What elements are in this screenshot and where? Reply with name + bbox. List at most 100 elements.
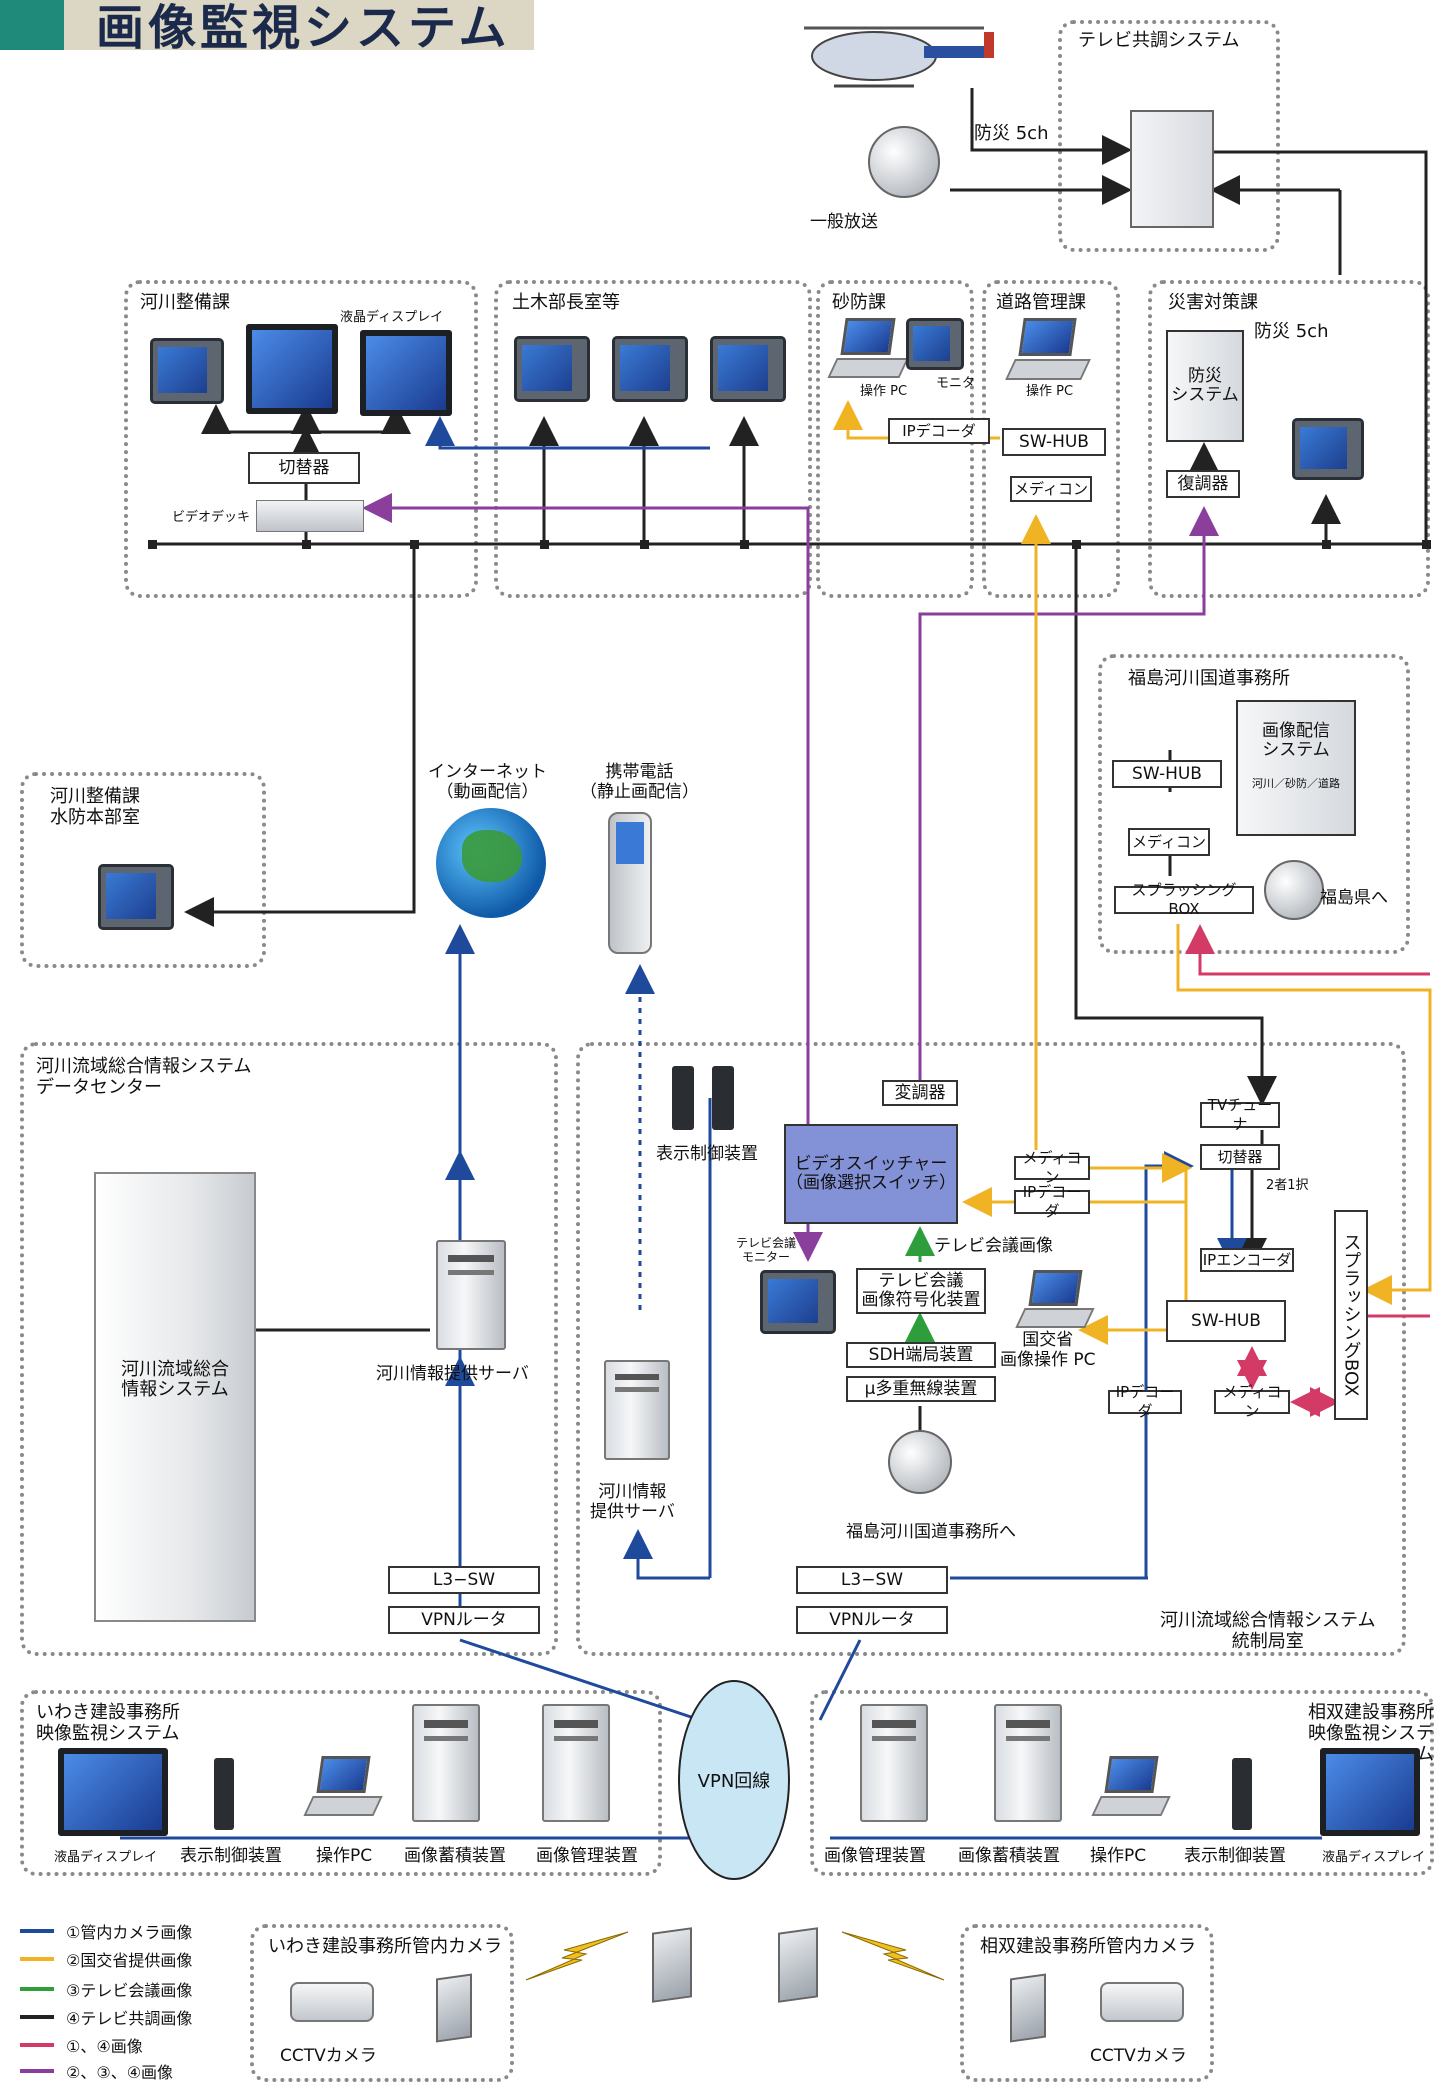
box-l3sw-dc: L3−SW <box>388 1566 540 1594</box>
box-ip-decoder-cr: IPデコーダ <box>1014 1183 1090 1220</box>
label-gazo-haishin: 画像配信 システム <box>1262 721 1330 760</box>
satellite-dish-icon <box>888 1430 952 1494</box>
label-video-deck: ビデオデッキ <box>172 510 251 525</box>
region-label-iwaki: いわき建設事務所 映像監視システム <box>36 1702 180 1744</box>
label-fukushima-ken-he: 福島県へ <box>1320 888 1388 908</box>
globe-land <box>462 830 522 882</box>
label-tv-kaigi-monitor: テレビ会議 モニター <box>736 1236 797 1264</box>
label-soso-kanri: 画像管理装置 <box>824 1846 926 1866</box>
yellow-lines <box>833 400 1432 1345</box>
box-ip-encoder: IPエンコーダ <box>1200 1248 1294 1272</box>
legend-item: ①管内カメラ画像 <box>20 1920 192 1942</box>
region-label-suibo: 河川整備課 水防本部室 <box>50 786 140 828</box>
title-banner <box>64 0 534 50</box>
label-cctv-iwaki: CCTVカメラ <box>280 2046 377 2066</box>
box-tv-kaigi-fugoka: テレビ会議 画像符号化装置 <box>856 1268 986 1314</box>
region-label-saigai: 災害対策課 <box>1168 292 1258 313</box>
legend-swatch <box>20 2069 54 2073</box>
display-controller-icon <box>1232 1758 1252 1830</box>
helicopter-icon <box>804 26 994 88</box>
crt-monitor-icon <box>612 336 688 402</box>
antenna-icon <box>436 1973 472 2043</box>
label-nisha-ittaku: 2者1択 <box>1266 1178 1309 1193</box>
blue-lines <box>120 416 1322 1840</box>
satellite-dish-icon <box>868 126 940 198</box>
legend-label: ①管内カメラ画像 <box>66 1923 193 1942</box>
server-icon <box>860 1704 928 1822</box>
region-label-doboku: 土木部長室等 <box>512 292 620 313</box>
box-sdh: SDH端局装置 <box>846 1342 996 1368</box>
box-ip-decoder-cr2: IPデコーダ <box>1108 1383 1182 1420</box>
label-vpn-kaisen: VPN回線 <box>697 1771 771 1792</box>
title-accent <box>0 0 64 50</box>
display-controller-icon <box>672 1066 694 1130</box>
cctv-camera-icon <box>290 1982 374 2022</box>
region-fukushima-office <box>1098 654 1410 954</box>
server-icon <box>436 1240 506 1350</box>
legend-item: ②国交省提供画像 <box>20 1948 192 1970</box>
region-label-sabo: 砂防課 <box>832 292 886 313</box>
lightning-icon <box>525 1931 629 1981</box>
region-soso <box>810 1690 1434 1876</box>
crt-monitor-icon <box>710 336 786 402</box>
label-ekisho-display: 液晶ディスプレイ <box>340 310 444 325</box>
box-l3sw-cr: L3−SW <box>796 1566 948 1594</box>
crt-monitor-icon <box>514 336 590 402</box>
box-vpn-router-dc: VPNルータ <box>388 1606 540 1634</box>
label-fukushima-jimusho-he: 福島河川国道事務所へ <box>846 1522 1016 1542</box>
label-iwaki-ekisho: 液晶ディスプレイ <box>54 1850 158 1865</box>
box-video-switcher: ビデオスイッチャー （画像選択スイッチ） <box>784 1124 958 1224</box>
box-vpn-router-cr: VPNルータ <box>796 1606 948 1634</box>
region-label-soso-cam: 相双建設事務所管内カメラ <box>980 1936 1196 1957</box>
laptop-icon <box>1015 1270 1095 1328</box>
box-sw-hub-doro: SW-HUB <box>1002 428 1106 456</box>
region-label-fukushima-office: 福島河川国道事務所 <box>1128 668 1290 689</box>
legend-item: ④テレビ共調画像 <box>20 2006 192 2028</box>
label-soso-ekisho: 液晶ディスプレイ <box>1322 1850 1426 1865</box>
laptop-icon <box>827 318 909 378</box>
crt-monitor-icon <box>150 338 224 404</box>
label-bousai-5ch-top: 防災 5ch <box>974 123 1049 144</box>
legend-label: ③テレビ会議画像 <box>66 1981 193 2000</box>
region-iwaki <box>20 1690 662 1876</box>
page-title: 画像監視システム <box>96 0 511 56</box>
legend-item: ①、④画像 <box>20 2034 143 2056</box>
region-label-kasen-seibi: 河川整備課 <box>140 292 230 313</box>
box-mediacon-cr2: メディコン <box>1214 1383 1290 1420</box>
label-gazo-haishin-sub: 河川／砂防／道路 <box>1252 777 1340 790</box>
label-iwaki-hyoji: 表示制御装置 <box>180 1846 282 1866</box>
legend-swatch <box>20 2015 54 2019</box>
box-mediacon-cr: メディコン <box>1014 1149 1090 1186</box>
legend-label: ②国交省提供画像 <box>66 1951 193 1970</box>
lcd-display-icon <box>360 330 452 416</box>
legend-label: ①、④画像 <box>66 2037 143 2056</box>
cctv-camera-icon <box>1100 1982 1184 2022</box>
region-label-tv-kyocho: テレビ共調システム <box>1078 30 1240 51</box>
label-keitai: 携帯電話 （静止画配信） <box>580 762 699 802</box>
region-label-soso: 相双建設事務所 映像監視システム <box>1308 1702 1434 1765</box>
crt-monitor-icon <box>98 864 174 930</box>
legend-label: ②、③、④画像 <box>66 2063 174 2082</box>
label-soso-hyoji: 表示制御装置 <box>1184 1846 1286 1866</box>
box-sw-hub-cr: SW-HUB <box>1166 1300 1286 1342</box>
box-sw-hub-fk: SW-HUB <box>1112 760 1222 788</box>
label-iwaki-chikuseki: 画像蓄積装置 <box>404 1846 506 1866</box>
label-hyoji-seigyo: 表示制御装置 <box>656 1144 758 1164</box>
region-label-datacenter: 河川流域総合情報システム データセンター <box>36 1056 252 1098</box>
box-bousai-system: 防災 システム <box>1166 330 1244 442</box>
box-gazo-haishin: 画像配信 システム 河川／砂防／道路 <box>1236 700 1356 836</box>
legend-item: ②、③、④画像 <box>20 2060 173 2082</box>
legend-swatch <box>20 2043 54 2047</box>
crt-monitor-icon <box>906 318 964 370</box>
region-doboku <box>494 280 812 598</box>
region-tv-kyocho <box>1058 20 1280 252</box>
label-iwaki-pc: 操作PC <box>316 1846 373 1866</box>
display-controller-icon <box>214 1758 234 1830</box>
box-henchouki: 変調器 <box>882 1080 958 1106</box>
label-kokkosho-pc: 国交省 画像操作 PC <box>1000 1330 1096 1370</box>
tv-kyocho-unit <box>1130 110 1214 228</box>
box-splashing-box-cr: スプラッシングBOX <box>1334 1210 1368 1420</box>
label-monitor: モニタ <box>936 376 976 391</box>
server-icon <box>604 1360 670 1460</box>
